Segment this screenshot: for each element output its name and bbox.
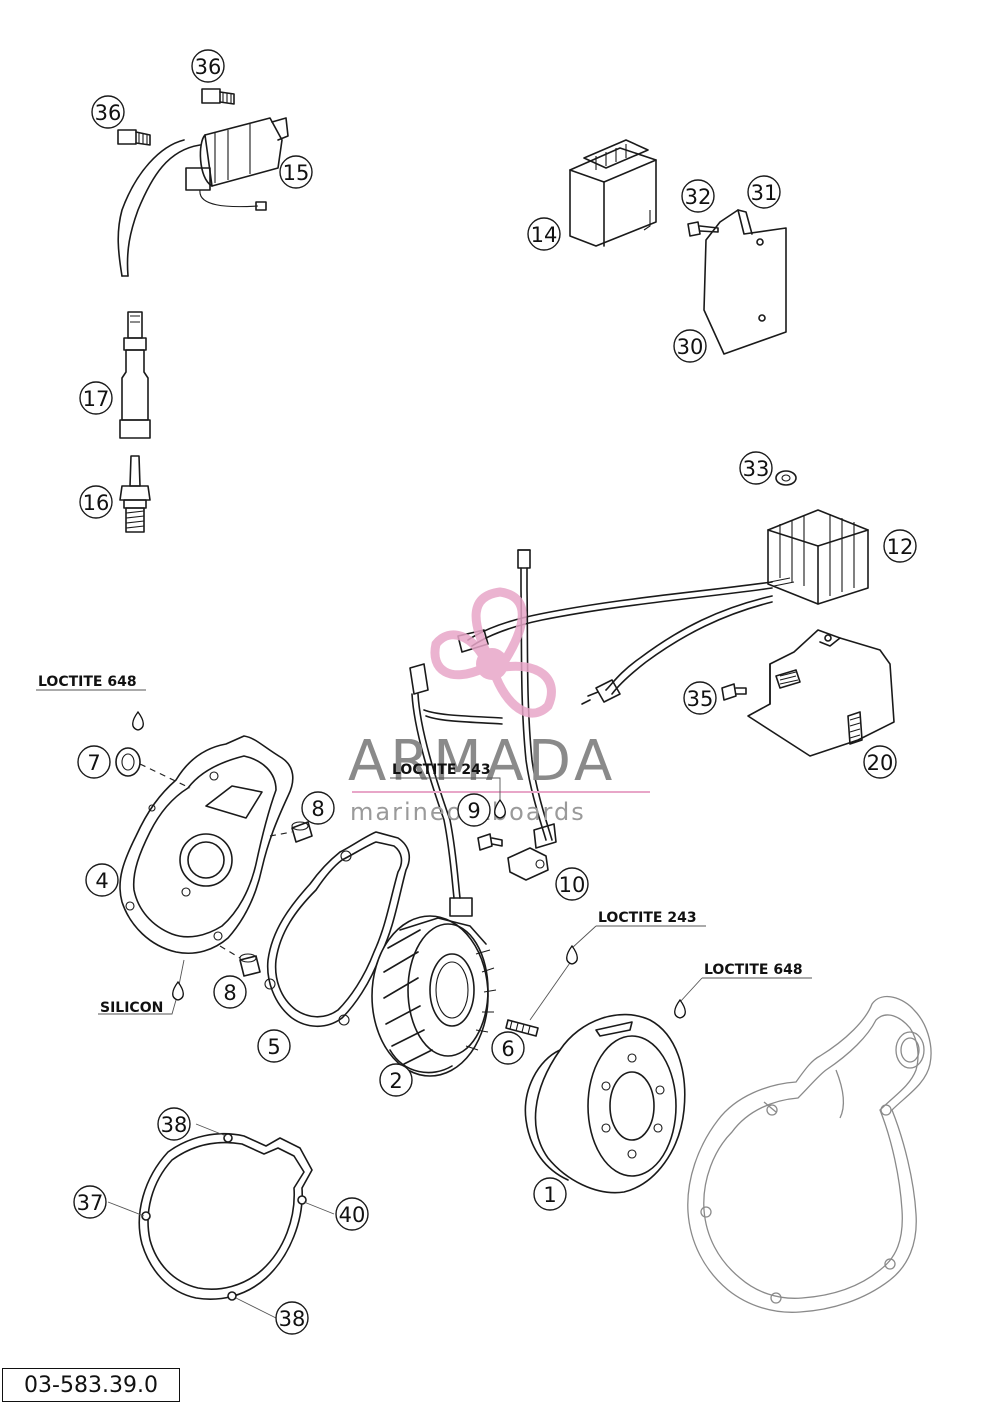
stud-6: [505, 1019, 539, 1037]
svg-text:4: 4: [95, 869, 108, 893]
note-loctite-243-stud: LOCTITE 243: [566, 910, 697, 965]
svg-text:37: 37: [77, 1191, 104, 1215]
svg-text:30: 30: [677, 335, 704, 359]
svg-text:LOCTITE 648: LOCTITE 648: [38, 674, 137, 690]
svg-text:LOCTITE 243: LOCTITE 243: [598, 910, 697, 926]
bolt-36-lower: [117, 129, 151, 146]
watermark-brand: ARMADA: [348, 729, 616, 794]
cable-clamp-10: [507, 847, 549, 881]
svg-text:12: 12: [887, 535, 914, 559]
cdi-unit: [569, 139, 657, 247]
callout-9: 9: [457, 793, 491, 827]
callout-1: 1: [533, 1177, 567, 1211]
callout-35: 35: [683, 681, 717, 715]
callout-16: 16: [79, 485, 113, 519]
svg-text:1: 1: [543, 1183, 556, 1207]
callout-12: 12: [883, 529, 917, 563]
note-silicon: SILICON: [100, 980, 184, 1016]
svg-text:15: 15: [283, 161, 310, 185]
callout-20: 20: [863, 745, 897, 779]
callout-36-lower: 36: [91, 95, 125, 129]
callout-40: 40: [335, 1197, 369, 1231]
bolt-35: [721, 683, 747, 701]
nut-33: [775, 470, 797, 486]
diagram-reference-number: 03-583.39.0: [2, 1368, 180, 1402]
dowel-8-lower: [219, 945, 261, 977]
leader-lines: [36, 689, 812, 1319]
note-loctite-243-harness: LOCTITE 243: [392, 762, 506, 819]
svg-text:32: 32: [685, 185, 712, 209]
svg-text:7: 7: [87, 751, 100, 775]
ignition-coil: [117, 117, 289, 277]
cover-gasket: [264, 831, 411, 1028]
svg-text:33: 33: [743, 457, 770, 481]
inner-gasket: [138, 1132, 313, 1301]
screw-9: [477, 833, 503, 851]
spark-plug: [119, 455, 151, 533]
callout-14: 14: [527, 217, 561, 251]
callout-7: 7: [77, 745, 111, 779]
svg-text:LOCTITE 243: LOCTITE 243: [392, 762, 491, 778]
screw-32: [687, 221, 719, 237]
svg-text:5: 5: [267, 1035, 280, 1059]
callout-8-lower: 8: [213, 975, 247, 1009]
callout-17: 17: [79, 381, 113, 415]
callout-36-upper: 36: [191, 49, 225, 83]
svg-text:9: 9: [467, 799, 480, 823]
crankcase-outline: [687, 995, 932, 1313]
svg-text:8: 8: [311, 797, 324, 821]
svg-text:20: 20: [867, 751, 894, 775]
svg-text:6: 6: [501, 1037, 514, 1061]
svg-text:35: 35: [687, 687, 714, 711]
callout-37: 37: [73, 1185, 107, 1219]
propeller-icon: [430, 587, 556, 718]
generator-cover: [119, 735, 294, 954]
bolt-36-upper: [201, 88, 235, 105]
callout-38-upper: 38: [157, 1107, 191, 1141]
callout-5: 5: [257, 1029, 291, 1063]
callout-10: 10: [555, 867, 589, 901]
svg-text:LOCTITE 648: LOCTITE 648: [704, 962, 803, 978]
plug-7: [115, 747, 191, 789]
stator: [371, 915, 497, 1077]
watermark-logo: ARMADA marineoutboards: [348, 587, 650, 826]
callout-2: 2: [379, 1063, 413, 1097]
note-loctite-648-cover: LOCTITE 648: [38, 674, 144, 731]
cdi-bracket: [703, 209, 787, 355]
dowel-8-upper: [269, 821, 313, 843]
svg-text:40: 40: [339, 1203, 366, 1227]
voltage-regulator: [767, 509, 869, 605]
svg-text:10: 10: [559, 873, 586, 897]
wiring-harness: [409, 549, 773, 917]
callout-33: 33: [739, 451, 773, 485]
callout-15: 15: [279, 155, 313, 189]
svg-text:36: 36: [95, 101, 122, 125]
svg-text:31: 31: [751, 181, 778, 205]
callout-8-upper: 8: [301, 791, 335, 825]
svg-text:8: 8: [223, 981, 236, 1005]
svg-text:2: 2: [389, 1069, 402, 1093]
callout-38-lower: 38: [275, 1301, 309, 1335]
svg-text:14: 14: [531, 223, 558, 247]
callout-31: 31: [747, 175, 781, 209]
callout-30: 30: [673, 329, 707, 363]
note-loctite-648-rotor: LOCTITE 648: [674, 962, 803, 1019]
callout-6: 6: [491, 1031, 525, 1065]
svg-text:16: 16: [83, 491, 110, 515]
regulator-bracket: [747, 629, 895, 757]
svg-text:38: 38: [279, 1307, 306, 1331]
svg-text:38: 38: [161, 1113, 188, 1137]
svg-text:36: 36: [195, 55, 222, 79]
svg-text:17: 17: [83, 387, 110, 411]
callout-32: 32: [681, 179, 715, 213]
spark-plug-cap: [119, 311, 151, 439]
callout-4: 4: [85, 863, 119, 897]
flywheel-rotor: [524, 1013, 686, 1194]
svg-text:SILICON: SILICON: [100, 1000, 163, 1016]
